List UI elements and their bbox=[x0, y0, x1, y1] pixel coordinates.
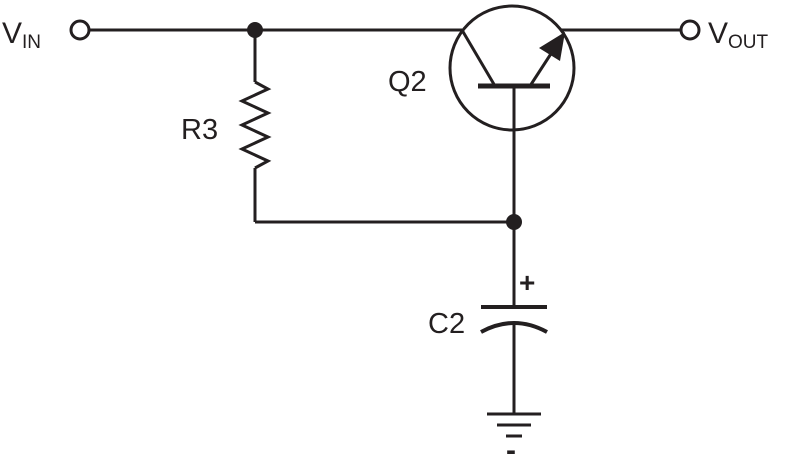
ground-icon bbox=[487, 412, 541, 438]
q2-label: Q2 bbox=[388, 66, 427, 98]
c2-label: C2 bbox=[428, 308, 465, 340]
capacitor-c2 bbox=[480, 222, 548, 413]
input-terminal bbox=[69, 19, 91, 41]
transistor-q2 bbox=[448, 4, 682, 222]
resistor-r3 bbox=[238, 30, 514, 224]
output-terminal bbox=[679, 19, 701, 41]
r3-label: R3 bbox=[181, 114, 218, 146]
c2-minus-sign: - bbox=[506, 434, 516, 454]
vin-label: VIN bbox=[2, 17, 41, 53]
q2-collector-lead bbox=[460, 29, 497, 87]
q2-emitter-arrow bbox=[539, 32, 565, 61]
c2-plus-sign: + bbox=[519, 267, 535, 298]
vout-label: VOUT bbox=[708, 17, 769, 53]
